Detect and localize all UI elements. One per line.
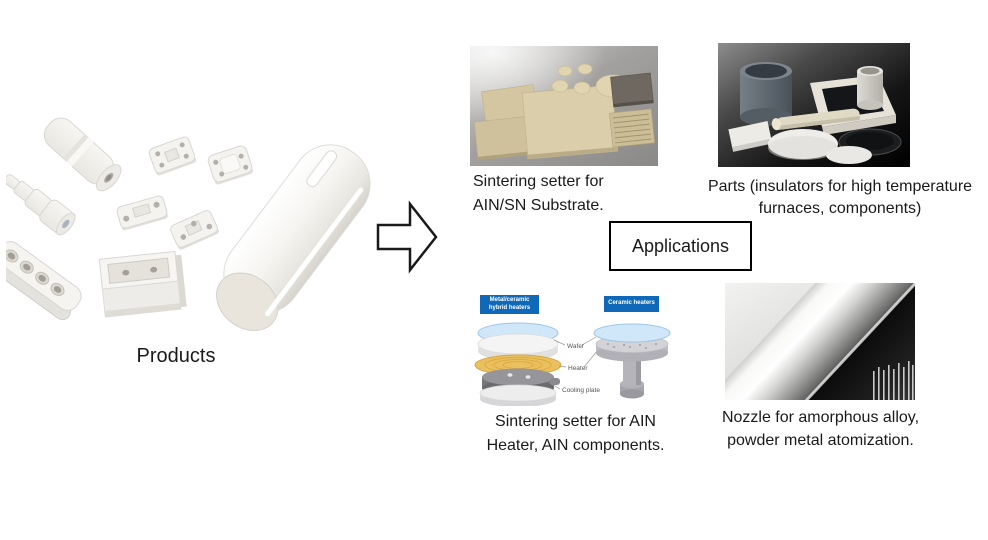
nozzle-brush-streaks xyxy=(873,361,914,400)
hybrid-heaters-label: Metal/ceramic hybrid heaters xyxy=(480,295,539,314)
product-split-tube xyxy=(216,144,371,331)
ceramic-heaters-label: Ceramic heaters xyxy=(604,296,659,312)
product-four-hole-block xyxy=(6,241,82,321)
parts-rod xyxy=(771,108,861,131)
parts-photo xyxy=(718,43,910,167)
base-plate xyxy=(479,384,557,406)
substrate-setter-caption: Sintering setter for AIN/SN Substrate. xyxy=(473,173,604,214)
wafer-callout: Wafer xyxy=(567,343,585,350)
parts-white-block xyxy=(728,121,773,152)
nozzle-cylinder xyxy=(725,283,915,400)
cooling-plate-callout: Cooling plate xyxy=(562,387,600,394)
product-open-box xyxy=(98,250,187,318)
ceramic-heater-pedestal xyxy=(593,323,671,399)
heater-setter-caption: Sintering setter for AIN Heater, AIN com… xyxy=(486,413,665,454)
product-roller xyxy=(43,117,122,192)
setter-dark-plate xyxy=(610,72,654,108)
applications-box: Applications xyxy=(609,221,752,271)
parts-caption: Parts (insulators for high temperature f… xyxy=(707,178,973,217)
product-plate-c xyxy=(116,195,168,231)
parts-crucible xyxy=(740,62,792,126)
parts-small-disc xyxy=(826,146,872,164)
hybrid-heater-stack xyxy=(474,322,562,406)
nozzle-caption: Nozzle for amorphous alloy, powder metal… xyxy=(721,409,920,449)
products-photo xyxy=(6,117,371,331)
parts-cup xyxy=(857,66,883,110)
products-label: Products xyxy=(136,345,216,367)
parts-black-disc xyxy=(838,128,902,156)
callout-lines xyxy=(549,336,599,390)
pedestal-wafer-disc xyxy=(593,323,671,343)
heater-diagram: Wafer Heater Cooling plate xyxy=(456,288,708,406)
applications-box-label: Applications xyxy=(631,235,730,256)
product-plate-a xyxy=(148,136,197,176)
product-plate-b xyxy=(207,145,254,185)
nozzle-dark-edge xyxy=(752,283,915,400)
heater-callout: Heater xyxy=(568,365,588,372)
setter-square-2 xyxy=(473,115,535,161)
right-arrow-icon xyxy=(376,200,438,274)
setter-large-plate xyxy=(521,84,619,160)
nozzle-photo xyxy=(725,283,915,400)
substrate-setter-photo xyxy=(470,46,658,166)
setter-textured-plate xyxy=(609,108,655,148)
product-stepped-pin xyxy=(6,174,76,236)
product-plate-d xyxy=(170,210,219,250)
